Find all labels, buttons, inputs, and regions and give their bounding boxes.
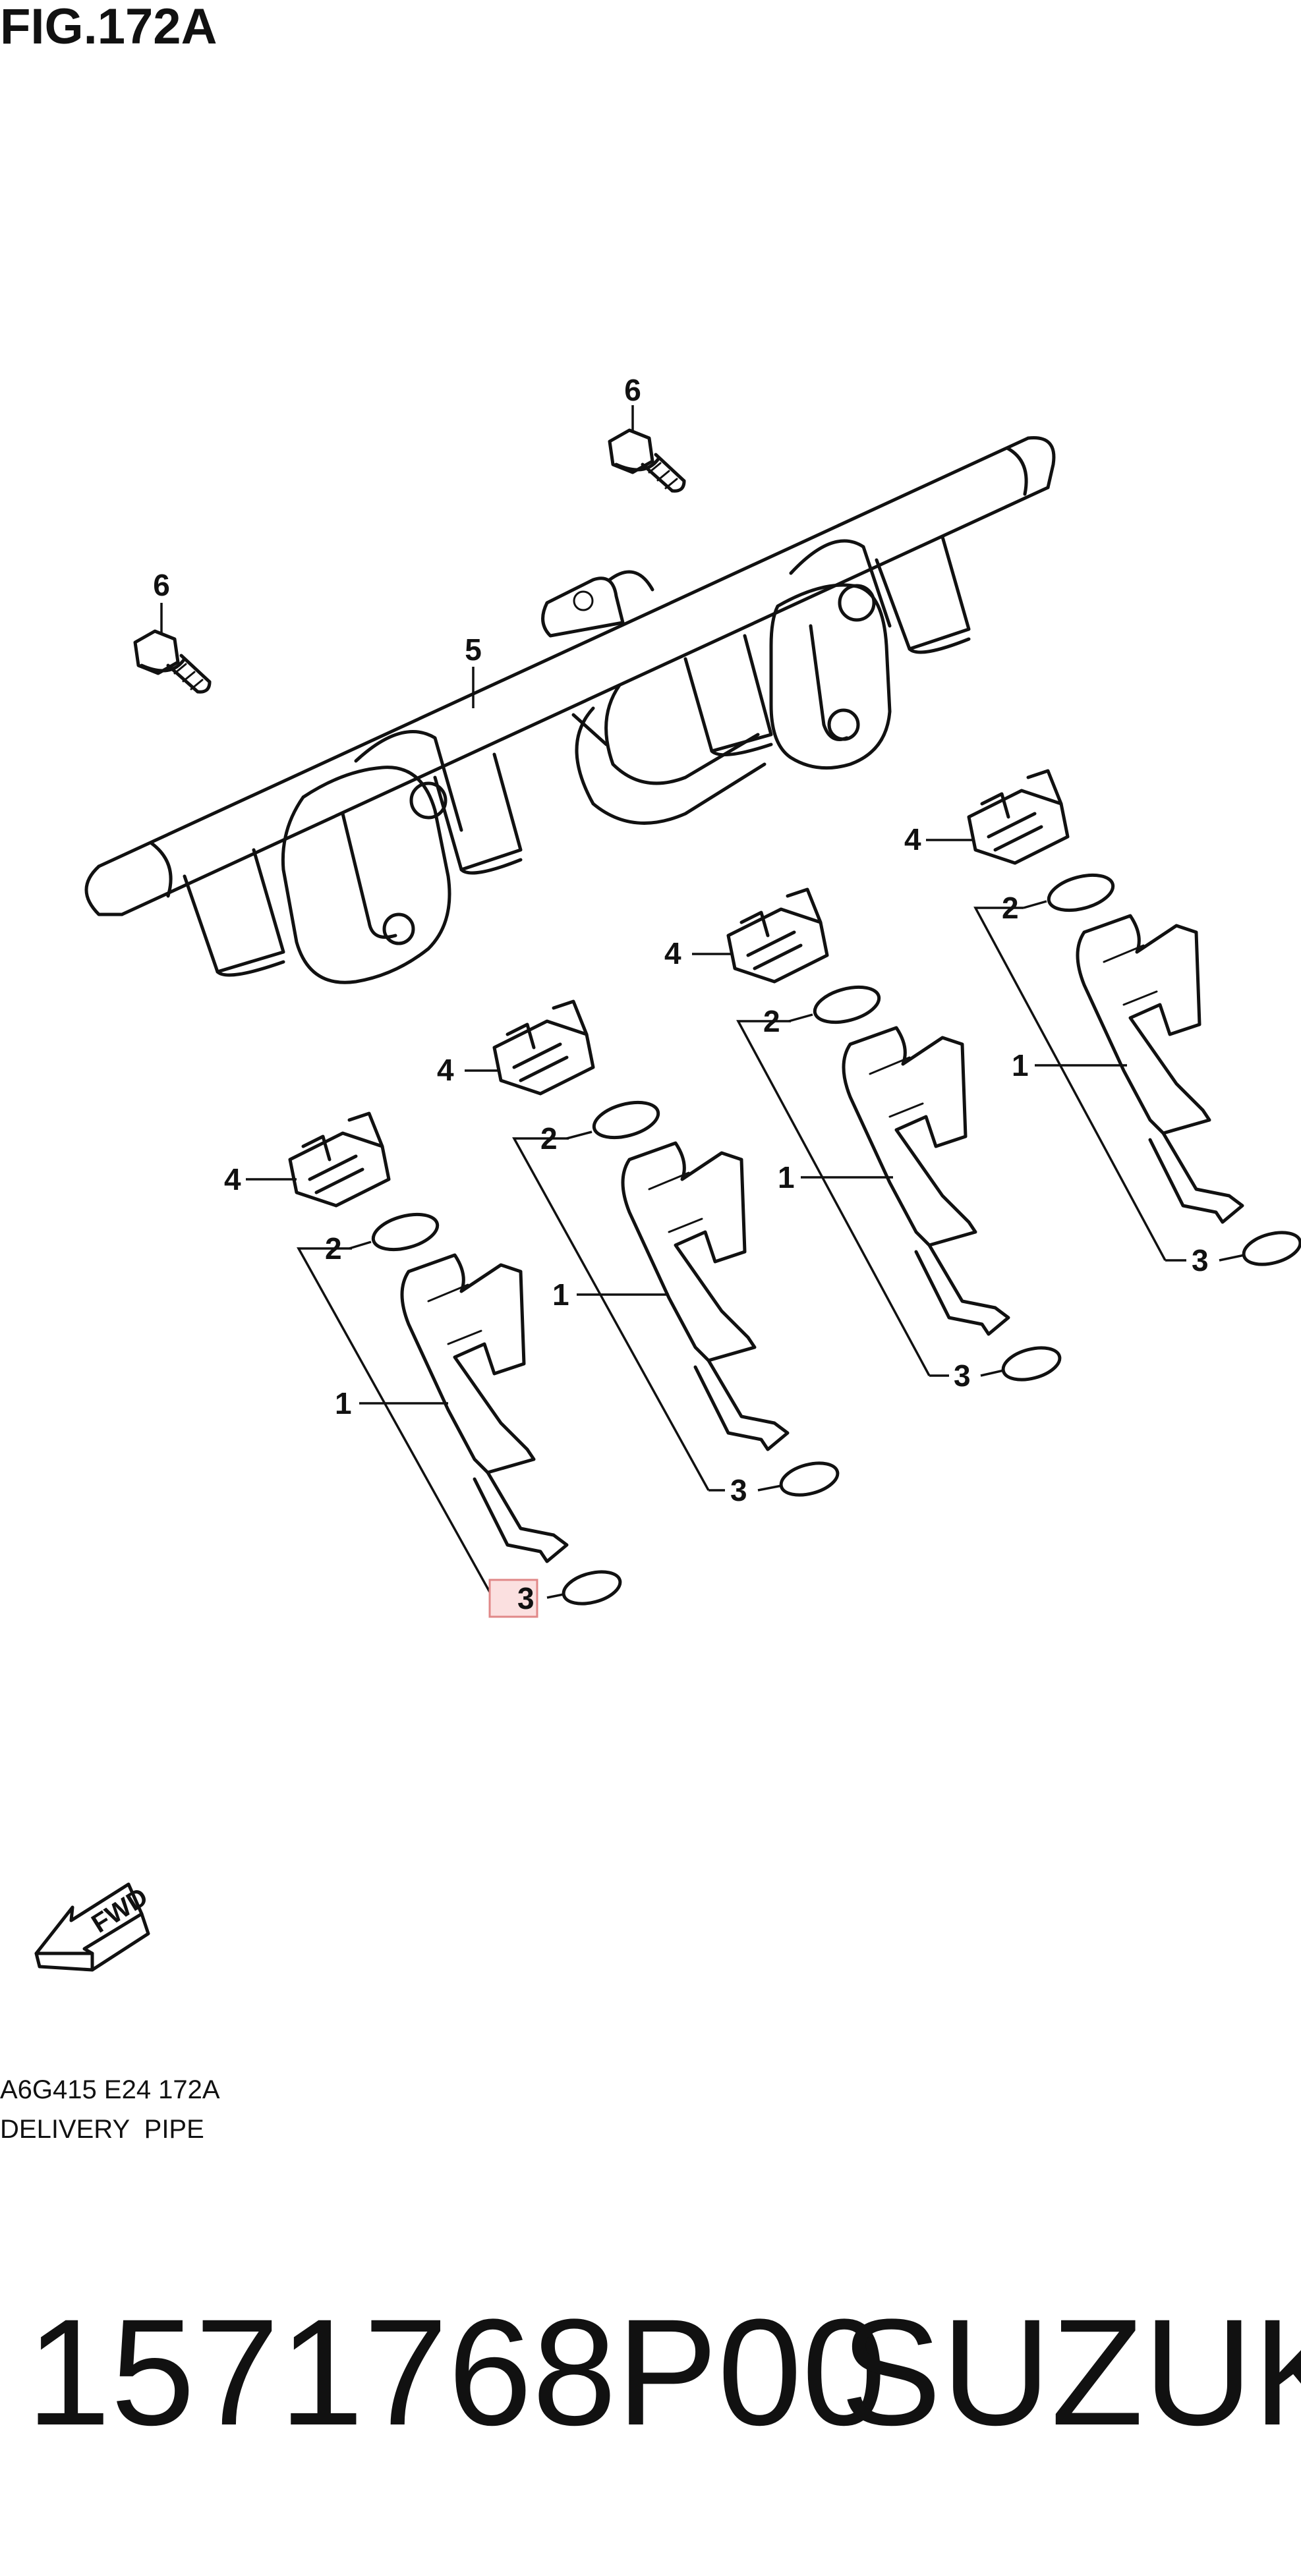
bolt-right[interactable] <box>608 428 686 493</box>
figure-title: FIG.172A <box>0 0 217 55</box>
brand-name: SUZUKI <box>840 2287 1301 2457</box>
part-number: 1571768P00 <box>26 2287 886 2457</box>
injector-c[interactable] <box>842 1026 1010 1336</box>
o-ring-lower-c[interactable] <box>1000 1342 1063 1385</box>
o-ring-lower-d[interactable] <box>1240 1227 1301 1270</box>
callout-2-d[interactable]: 2 <box>1002 891 1019 925</box>
callout-4-d[interactable]: 4 <box>904 822 921 856</box>
callout-1-b[interactable]: 1 <box>552 1277 569 1312</box>
figure-code: A6G415 E24 172A <box>0 2075 220 2104</box>
callout-2-a[interactable]: 2 <box>325 1231 342 1266</box>
bolt-left[interactable] <box>133 629 212 694</box>
o-ring-upper-b[interactable] <box>590 1096 662 1144</box>
clip-b[interactable] <box>492 999 595 1096</box>
callout-1-c[interactable]: 1 <box>778 1160 795 1194</box>
callout-1-d[interactable]: 1 <box>1012 1048 1029 1082</box>
callout-3-c[interactable]: 3 <box>954 1358 971 1393</box>
leader-lines <box>160 405 1245 1599</box>
clip-a[interactable] <box>288 1111 391 1208</box>
clip-c[interactable] <box>726 887 829 984</box>
o-ring-upper-a[interactable] <box>369 1208 441 1256</box>
clip-d[interactable] <box>967 769 1070 865</box>
o-ring-upper-c[interactable] <box>811 981 882 1028</box>
callout-5[interactable]: 5 <box>465 632 482 667</box>
callout-3-a[interactable]: 3 <box>517 1581 535 1615</box>
fwd-arrow-icon: FWD <box>34 1882 153 1972</box>
highlighted-callout-box <box>488 1579 538 1618</box>
callout-4-b[interactable]: 4 <box>437 1053 454 1087</box>
callout-6-right[interactable]: 6 <box>624 373 641 407</box>
callout-3-d[interactable]: 3 <box>1192 1243 1209 1277</box>
o-ring-upper-d[interactable] <box>1045 869 1116 916</box>
o-ring-lower-a[interactable] <box>560 1566 623 1609</box>
injector-b[interactable] <box>621 1141 790 1451</box>
callout-2-c[interactable]: 2 <box>763 1004 780 1038</box>
callout-4-c[interactable]: 4 <box>664 936 681 970</box>
callout-4-a[interactable]: 4 <box>224 1162 241 1196</box>
figure-name: DELIVERY PIPE <box>0 2115 204 2144</box>
callout-1-a[interactable]: 1 <box>335 1386 352 1420</box>
injector-a[interactable] <box>400 1253 569 1563</box>
injector-d[interactable] <box>1076 914 1244 1224</box>
callout-2-b[interactable]: 2 <box>540 1121 558 1156</box>
o-ring-lower-b[interactable] <box>778 1457 841 1500</box>
callout-3-b[interactable]: 3 <box>730 1473 747 1507</box>
callout-6-left[interactable]: 6 <box>153 568 170 602</box>
delivery-pipe[interactable] <box>84 436 1056 984</box>
